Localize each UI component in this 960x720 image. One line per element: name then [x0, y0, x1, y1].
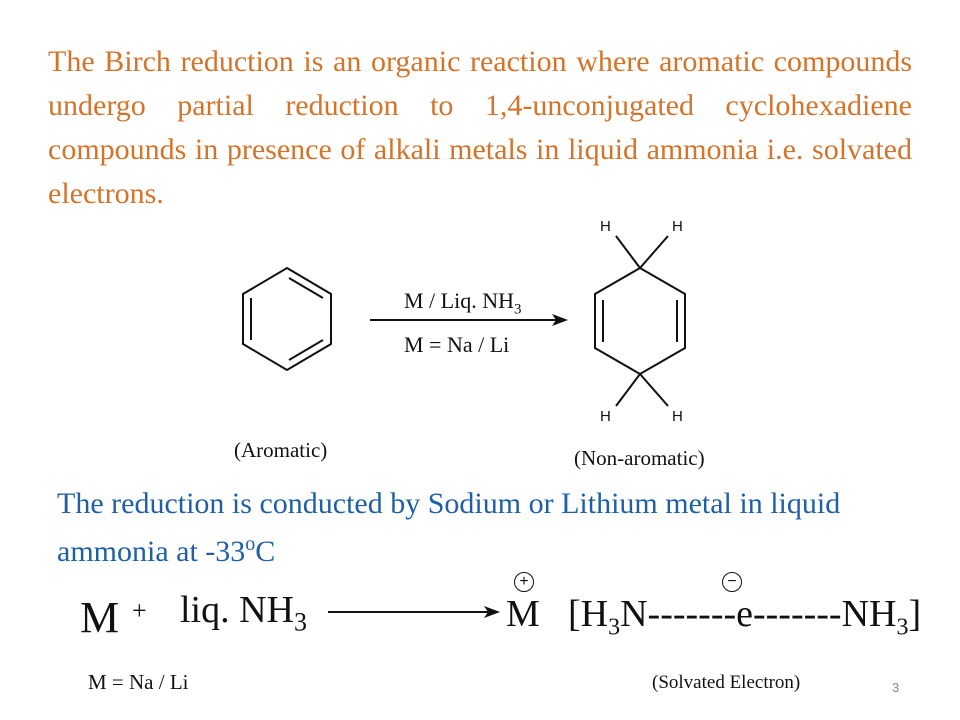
metal-symbol: M: [80, 593, 120, 642]
benzene-ring: [242, 266, 332, 372]
h-atom-label: H: [672, 218, 683, 235]
intro-paragraph: The Birch reduction is an organic reacti…: [48, 45, 912, 210]
page-number: 3: [892, 680, 900, 695]
cyclohexadiene-ring: [594, 266, 686, 376]
h-atom-label: H: [672, 408, 683, 425]
product-note: (Solvated Electron): [652, 672, 801, 693]
liquid-ammonia: liq. NH3: [180, 589, 307, 637]
h-atom-label: H: [600, 218, 611, 235]
reactant-label: (Aromatic): [234, 438, 328, 462]
h-atom-label: H: [600, 408, 611, 425]
condition-reagent: M / Liq. NH3: [404, 288, 522, 318]
positive-charge-icon: +: [514, 572, 534, 592]
benzene-double-bond: [288, 339, 324, 361]
solvated-electron-complex: [H3N-------e-------NH3]: [568, 593, 922, 641]
arrow-head: [484, 606, 500, 618]
metal-cation: M: [506, 593, 540, 635]
arrow-head: [552, 314, 568, 326]
condition-metal: M = Na / Li: [404, 332, 510, 357]
product-label: (Non-aromatic): [574, 446, 705, 470]
plus-symbol: +: [132, 596, 147, 625]
negative-charge-icon: −: [722, 572, 742, 592]
metal-note: M = Na / Li: [88, 670, 189, 694]
conditions-text: The reduction is conducted by Sodium or …: [57, 487, 841, 568]
benzene-double-bond: [288, 277, 324, 299]
